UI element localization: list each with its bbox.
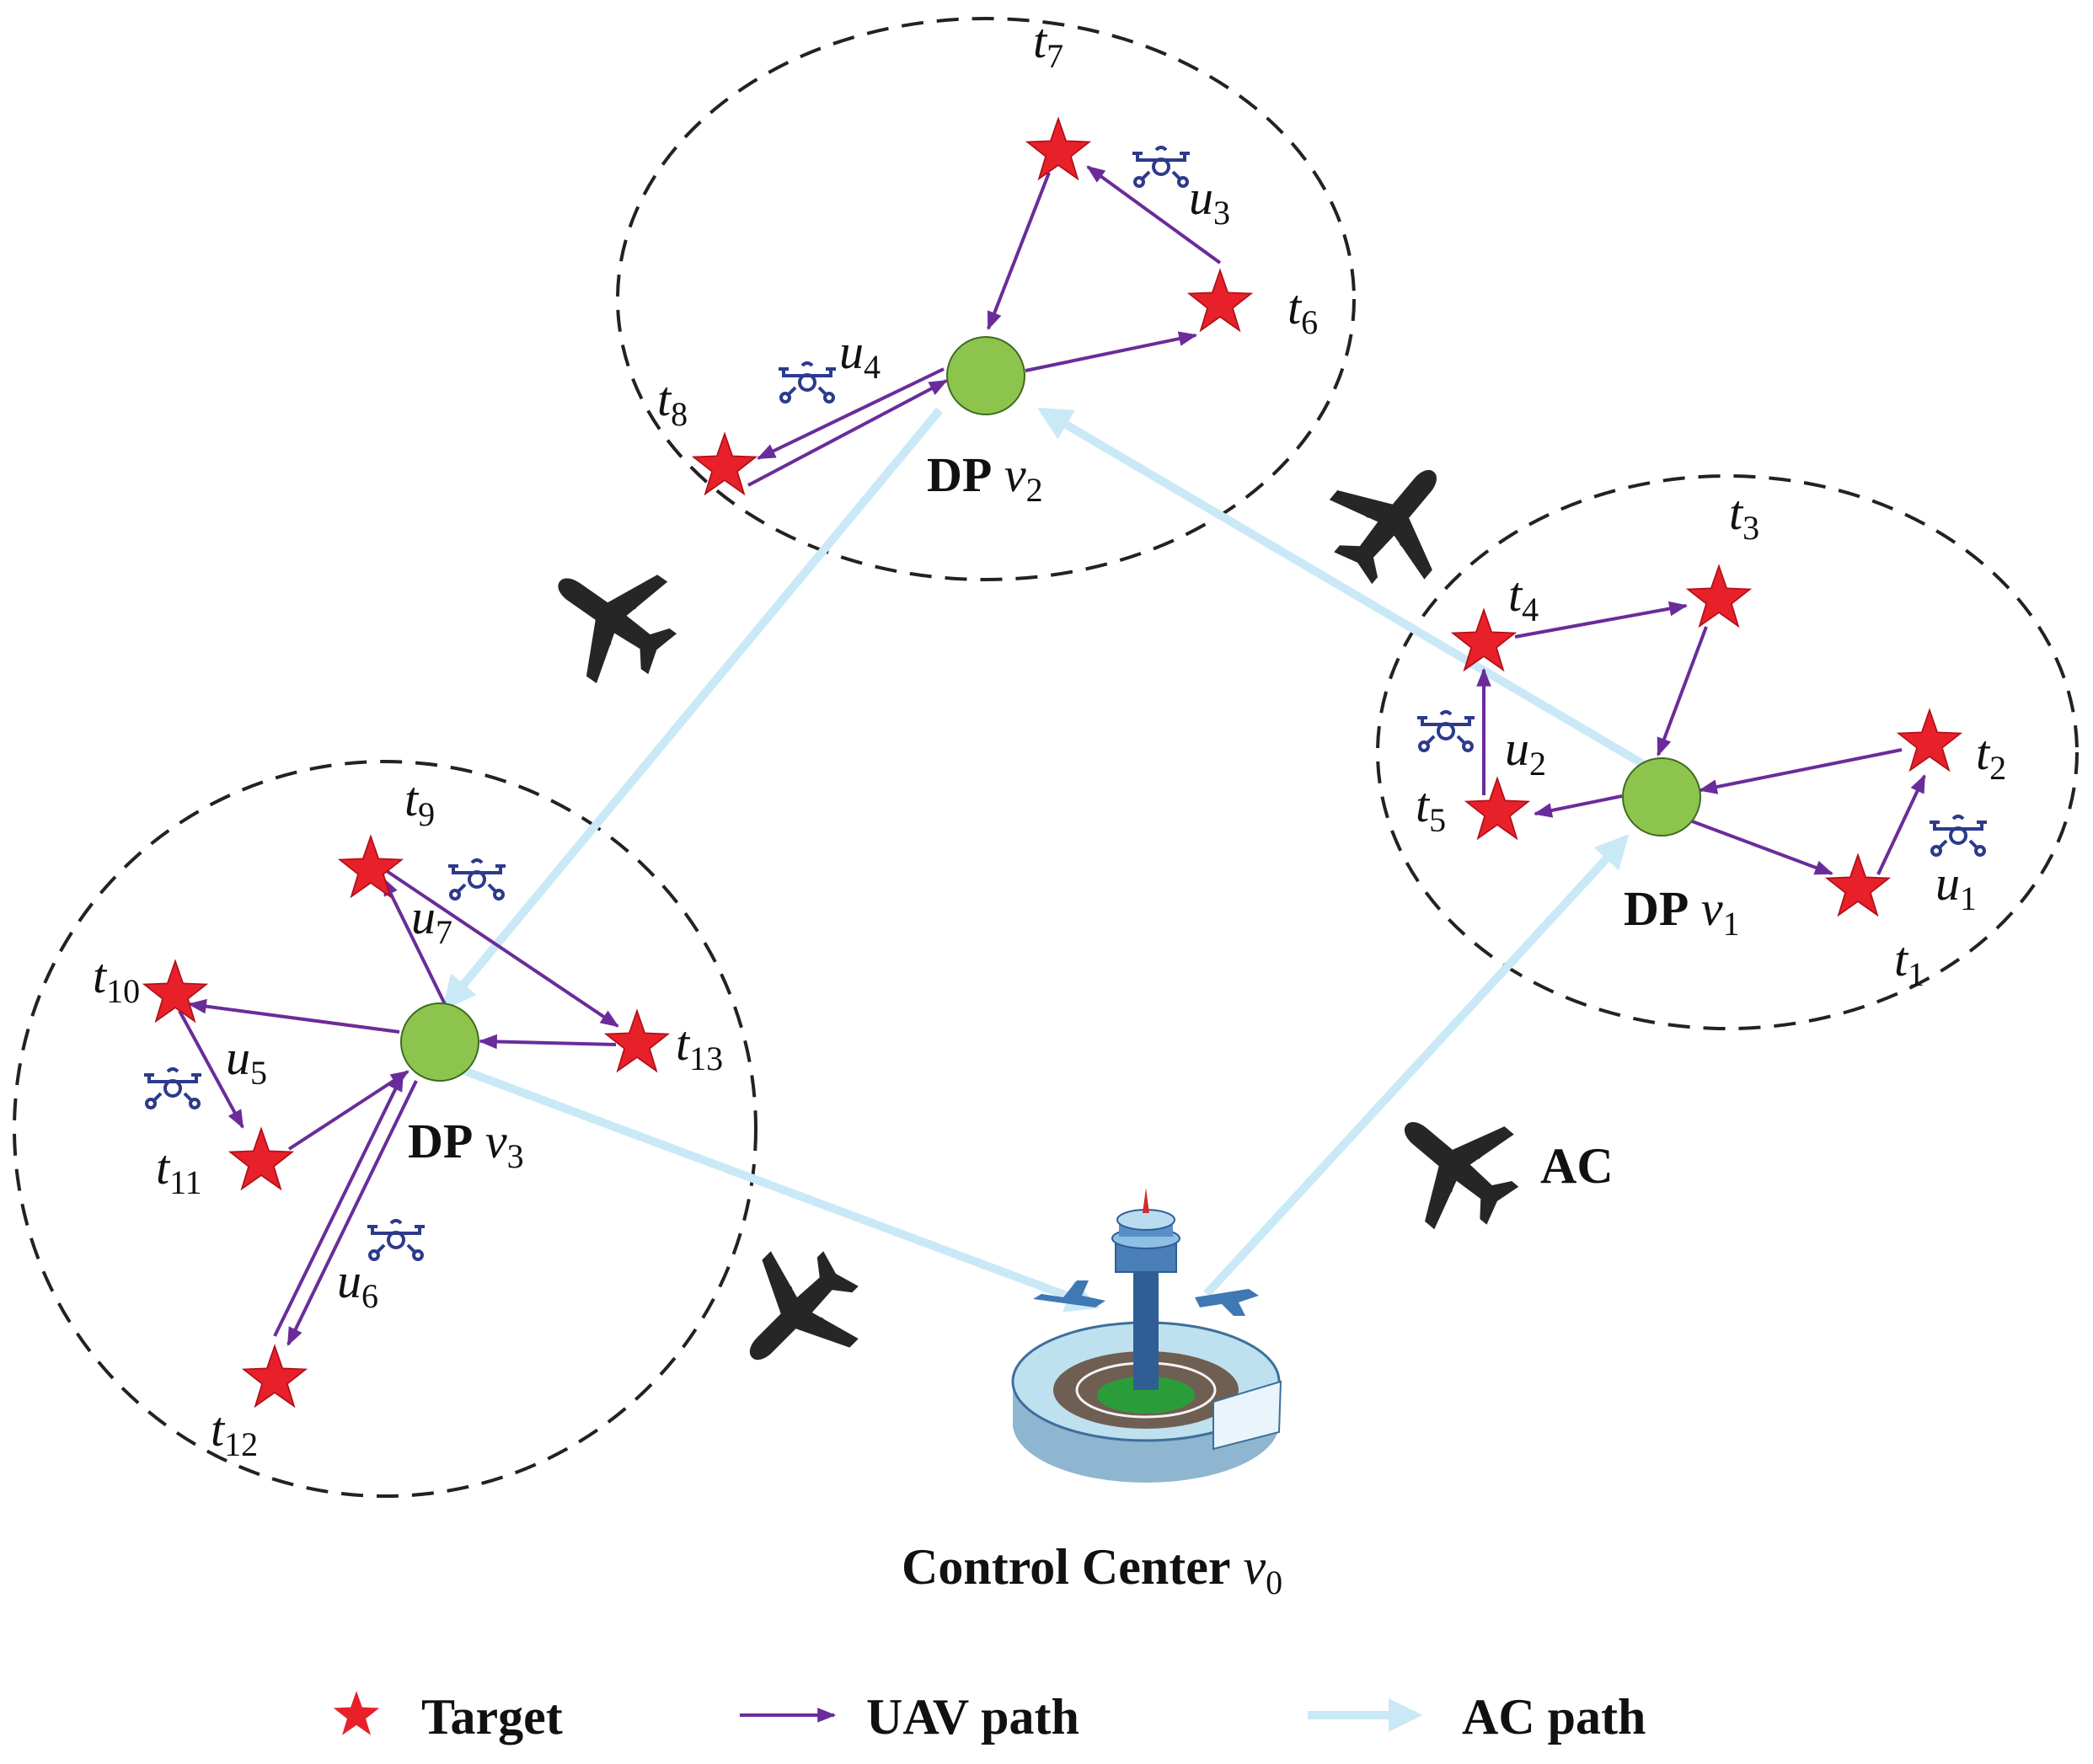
- target-t5: [1465, 778, 1529, 840]
- target-t3: [1687, 565, 1751, 628]
- cluster-dp2: [616, 17, 1356, 581]
- label-t8: t8: [657, 372, 688, 433]
- label-t7: t7: [1033, 13, 1063, 75]
- ac-label: AC: [1540, 1138, 1614, 1194]
- aircraft-icon-3: [1366, 1077, 1543, 1254]
- target-t1: [1826, 854, 1890, 917]
- label-t3: t3: [1729, 485, 1759, 547]
- ac-paths: [442, 407, 1650, 1312]
- target-t6: [1188, 270, 1252, 332]
- drone-icon-u1: [1928, 815, 1989, 857]
- target-t8: [693, 433, 757, 495]
- ac-path-v0-v1: [1203, 834, 1630, 1297]
- dp2-label: DP v2: [927, 447, 1043, 509]
- drone-icon-u5: [142, 1067, 203, 1109]
- label-t11: t11: [156, 1140, 202, 1201]
- label-t5: t5: [1416, 778, 1446, 839]
- drone-icon-u6: [366, 1219, 426, 1261]
- label-u3: u3: [1189, 170, 1230, 232]
- dp-node-v1: [1622, 757, 1701, 837]
- uav-paths: [178, 165, 1926, 1346]
- legend-target-star-icon: [333, 1691, 380, 1735]
- target-t13: [605, 1010, 669, 1072]
- dp3-label: DP v3: [408, 1114, 524, 1175]
- cluster-dp3: [13, 760, 757, 1498]
- label-u2: u2: [1505, 721, 1546, 783]
- control-center-label: Control Center v0: [902, 1539, 1282, 1601]
- label-t1: t1: [1894, 932, 1924, 993]
- target-t11: [229, 1128, 293, 1190]
- drone-icon-u7: [447, 858, 507, 901]
- label-u4: u4: [839, 324, 881, 386]
- labels: DP v2 DP v1 DP v3 Control Center v0 AC t…: [93, 13, 2006, 1601]
- label-t4: t4: [1508, 567, 1539, 628]
- label-t6: t6: [1287, 280, 1318, 341]
- label-t10: t10: [93, 949, 140, 1010]
- ac-path-v1-v2: [1037, 407, 1650, 771]
- drone-icon-u2: [1416, 710, 1476, 752]
- control-tower-icon: [1011, 1188, 1282, 1483]
- ac-path-v3-v0: [460, 1066, 1100, 1312]
- target-t10: [143, 960, 207, 1023]
- legend-uav-label: UAV path: [866, 1689, 1079, 1745]
- label-u5: u5: [226, 1030, 267, 1092]
- drone-icon-u3: [1131, 146, 1191, 188]
- label-t2: t2: [1976, 725, 2006, 787]
- target-t9: [339, 836, 403, 898]
- label-t9: t9: [404, 772, 435, 833]
- label-t13: t13: [676, 1016, 723, 1077]
- target-t12: [243, 1345, 307, 1408]
- aircraft-icon-2: [523, 531, 699, 705]
- target-t7: [1026, 118, 1090, 180]
- target-t2: [1898, 709, 1962, 772]
- dp-node-v2: [946, 336, 1025, 415]
- legend: Target UAV path AC path: [333, 1689, 1646, 1745]
- cluster-dp1: [1376, 474, 2079, 1030]
- legend-target-label: Target: [421, 1689, 563, 1745]
- ac-path-v2-v3: [442, 407, 943, 1011]
- drones: [142, 146, 1989, 1261]
- label-t12: t12: [211, 1402, 258, 1463]
- legend-ac-label: AC path: [1462, 1689, 1646, 1745]
- label-u1: u1: [1935, 856, 1977, 917]
- drone-icon-u4: [777, 361, 838, 404]
- label-u6: u6: [337, 1254, 378, 1315]
- label-u7: u7: [411, 890, 452, 951]
- dp-node-v3: [400, 1002, 479, 1082]
- dp1-label: DP v1: [1624, 881, 1740, 943]
